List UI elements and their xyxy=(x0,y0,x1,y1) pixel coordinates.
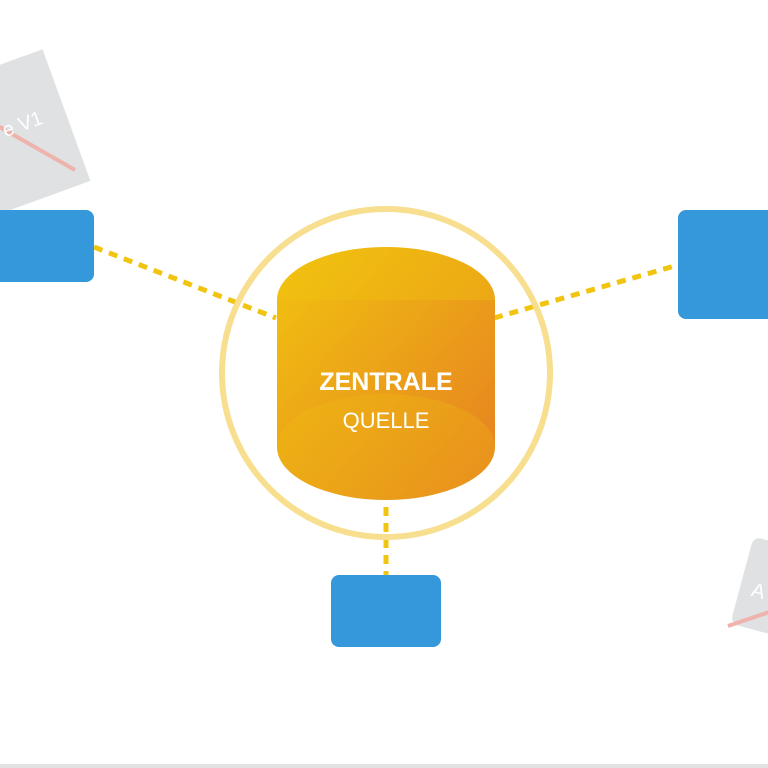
right-gray-card[interactable]: A xyxy=(730,537,768,650)
center-subtitle: QUELLE xyxy=(343,408,430,433)
node-right[interactable] xyxy=(678,210,768,319)
node-left[interactable] xyxy=(0,210,94,282)
database-cylinder-icon[interactable] xyxy=(277,247,495,500)
node-bottom[interactable] xyxy=(331,575,441,647)
left-gray-card[interactable]: e V1 xyxy=(0,46,100,218)
card-strike-line xyxy=(0,124,76,172)
right-card-label: A xyxy=(749,579,768,604)
bottom-divider xyxy=(0,764,768,768)
center-title: ZENTRALE xyxy=(319,368,452,396)
right-card-strike-line xyxy=(727,610,768,628)
connector-right xyxy=(493,262,679,321)
center-ring xyxy=(219,206,553,540)
connector-left xyxy=(93,244,277,321)
